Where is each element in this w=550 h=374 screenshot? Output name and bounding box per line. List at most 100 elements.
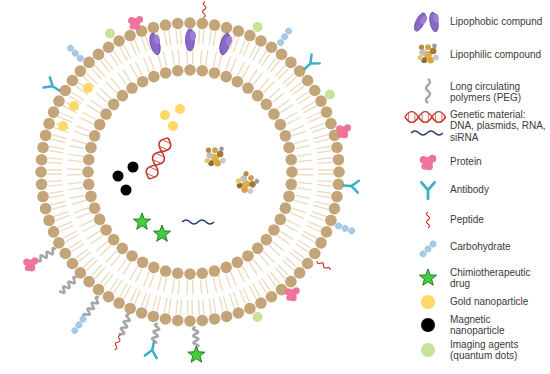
lipid-head [209, 313, 221, 325]
lipid-tail [298, 96, 311, 104]
lipid-head [302, 75, 314, 87]
lipid-tail [297, 182, 312, 183]
lipid-head [40, 130, 52, 142]
lipid-head [160, 265, 172, 277]
lipid-head [172, 65, 184, 77]
lipid-head [315, 95, 327, 107]
legend-label: Genetic material: DNA, plasmids, RNA, si… [450, 109, 546, 144]
lipid-tail [47, 181, 62, 182]
lipid-head [261, 234, 273, 246]
lipid-head [124, 303, 136, 315]
lipid-head [94, 214, 106, 226]
quantum-dot [325, 89, 335, 99]
lipid-head [325, 118, 337, 130]
carbohydrate [66, 44, 84, 63]
quantum-dot [253, 312, 263, 322]
lipid-head [89, 202, 101, 214]
lipid-head [280, 130, 292, 142]
lipid-tail [249, 286, 256, 299]
lipid-tail [270, 61, 279, 73]
lipid-tail [70, 145, 85, 148]
lipid-tail [213, 298, 216, 313]
lipid-head [285, 276, 297, 288]
lipid-head [53, 95, 65, 107]
lipid-tail [280, 105, 293, 113]
lipid-head [302, 258, 314, 270]
lipid-tail [144, 272, 150, 286]
lipid-tail [253, 47, 260, 60]
lipid-tail [76, 249, 88, 258]
lipid-head [331, 191, 343, 203]
surface-ligands [23, 2, 359, 363]
lipid-tail [95, 268, 105, 279]
lipid-head [294, 65, 306, 77]
lipid-tail [294, 140, 308, 144]
lipid-tail [86, 74, 97, 84]
lipid-tail [47, 169, 62, 171]
legend-label: Protein [450, 156, 546, 168]
lipid-head [209, 67, 221, 79]
lipid-tail [92, 265, 102, 276]
lipid-tail [55, 215, 69, 220]
lipid-tail [317, 191, 332, 193]
lipid-tail [114, 51, 122, 64]
lipid-tail [180, 300, 181, 315]
lipid-tail [203, 30, 204, 45]
lipid-tail [83, 225, 96, 232]
lipid-head [286, 166, 298, 178]
lipid-head [244, 30, 256, 42]
lipid-head [36, 179, 48, 191]
lipid-head [100, 224, 112, 236]
lipid-head [220, 262, 232, 274]
legend-label: Carbohydrate [450, 241, 546, 253]
lipid-tail [95, 65, 105, 76]
lipid-tail [110, 278, 118, 290]
lipid-head [67, 75, 79, 87]
lipid-tail [317, 185, 332, 186]
lipid-tail [270, 272, 279, 284]
lipid-head [126, 250, 138, 262]
lipid-tail [60, 113, 74, 119]
legend-carbohydrate-icon [419, 240, 437, 258]
lipid-tail [312, 212, 326, 217]
legend-sirna-icon [411, 131, 443, 135]
lipid-head [59, 85, 71, 97]
lipid-head [35, 166, 47, 178]
lipid-head [276, 49, 288, 61]
magnetic-nanoparticle [121, 185, 132, 196]
legend-drug-icon [419, 269, 436, 285]
lipid-tail [68, 182, 83, 183]
lipid-head [209, 265, 221, 277]
chemotherapeutic-drug [188, 346, 205, 362]
lipid-head [325, 215, 337, 227]
lipid-tail [298, 174, 313, 176]
lipid-tail [231, 272, 237, 286]
lipid-head [117, 243, 129, 255]
lipid-tail [67, 174, 82, 176]
lipid-head [309, 248, 321, 260]
lipid-tail [86, 260, 97, 270]
lipid-tail [47, 162, 62, 163]
lipid-tail [295, 195, 310, 198]
lipid-tail [200, 50, 201, 65]
lipid-tail [164, 298, 167, 313]
lipid-tail [91, 236, 103, 245]
lipid-tail [254, 259, 263, 271]
lipid-head [268, 108, 280, 120]
gold-nanoparticle [83, 83, 93, 93]
lipid-head [232, 76, 244, 88]
lipid-head [268, 224, 280, 236]
lipid-head [184, 17, 196, 29]
lipid-tail [144, 58, 150, 72]
lipid-tail [120, 284, 127, 297]
lipid-head [309, 85, 321, 97]
lipid-tail [48, 185, 63, 186]
lipid-head [266, 291, 278, 303]
gold-nanoparticle [58, 121, 68, 131]
lipid-head [233, 307, 245, 319]
peptide [113, 334, 122, 350]
lipid-head [36, 154, 48, 166]
lipid-tail [318, 169, 333, 171]
gold-nanoparticle [160, 110, 170, 120]
